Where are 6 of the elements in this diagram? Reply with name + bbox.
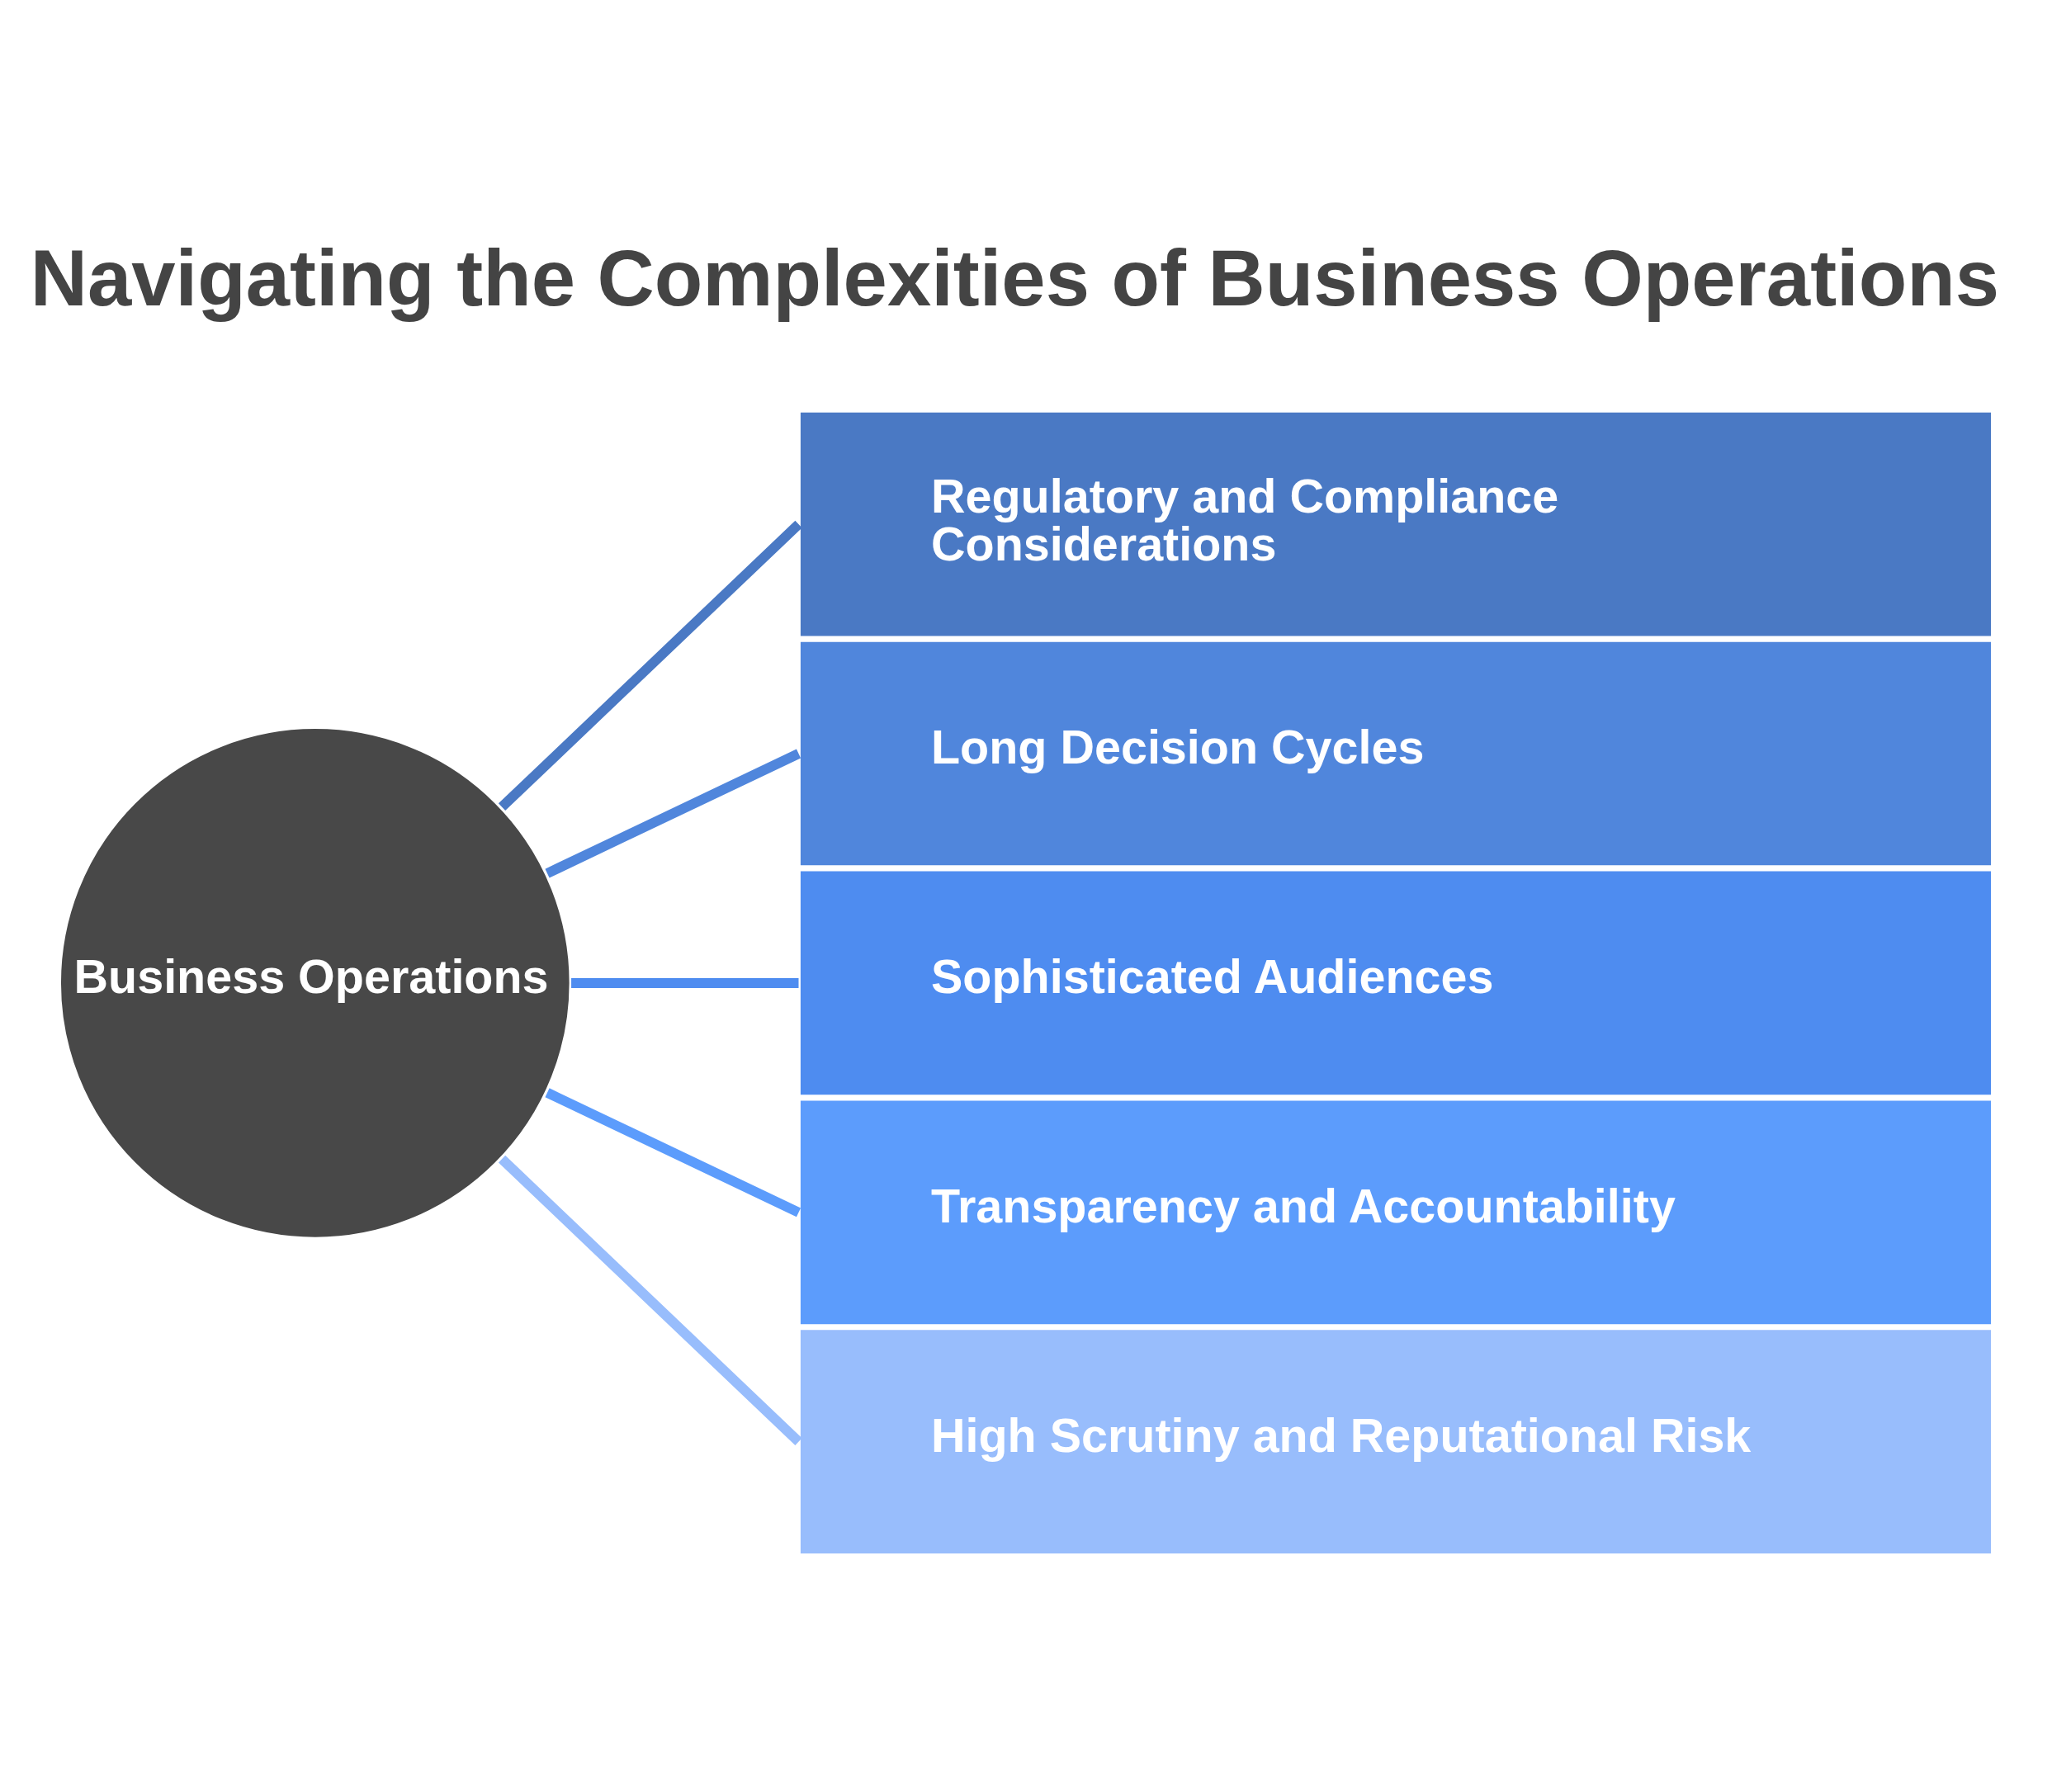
connector bbox=[545, 1088, 801, 1218]
connector bbox=[498, 520, 802, 811]
connector bbox=[545, 749, 801, 878]
diagram-title: Navigating the Complexities of Business Operations bbox=[30, 234, 2000, 323]
connector bbox=[498, 1155, 802, 1445]
connector bbox=[571, 977, 799, 988]
